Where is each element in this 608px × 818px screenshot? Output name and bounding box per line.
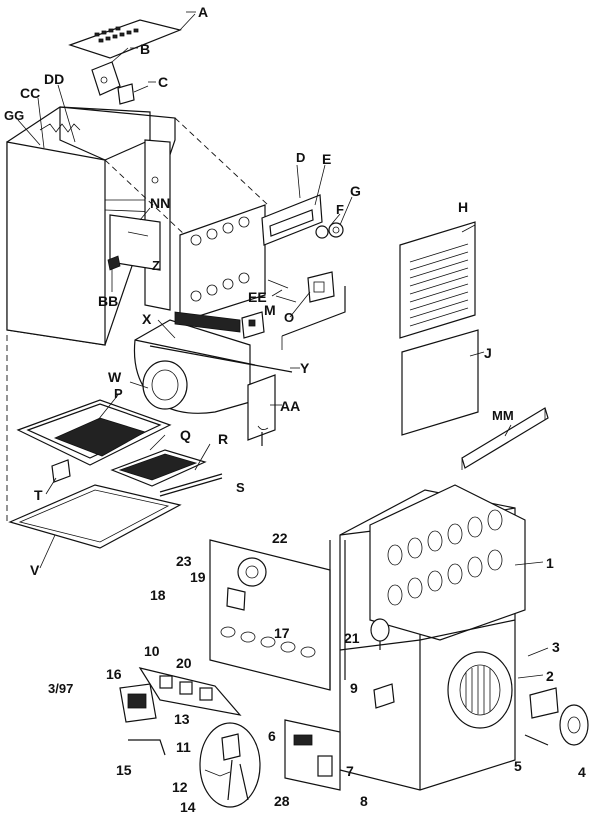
- blower-housing: [133, 311, 256, 414]
- bottom-pan: [8, 459, 182, 549]
- callout-s: S: [236, 480, 245, 495]
- callout-dd: DD: [44, 71, 64, 87]
- callout-23: 23: [176, 553, 192, 569]
- callout-v: V: [30, 562, 40, 578]
- callout-d: D: [296, 150, 305, 165]
- callout-labels: A B C DD CC GG NN Z BB D E G F EE M O X …: [4, 4, 586, 815]
- gas-valve-assembly: [119, 667, 242, 756]
- callout-e: E: [322, 151, 331, 167]
- callout-j: J: [484, 345, 492, 361]
- callout-5: 5: [514, 758, 522, 774]
- callout-10: 10: [144, 643, 160, 659]
- callout-4: 4: [578, 764, 586, 780]
- vestibule-panel: [209, 539, 346, 691]
- ignitor-assembly: [199, 722, 261, 808]
- callout-m: M: [264, 302, 276, 318]
- callout-19: 19: [190, 569, 206, 585]
- manifold-bracket-parts: [261, 194, 344, 246]
- callout-nn: NN: [150, 195, 170, 211]
- callout-12: 12: [172, 779, 188, 795]
- callout-q: Q: [180, 427, 191, 443]
- filter-tray: [16, 399, 223, 497]
- callout-f: F: [336, 202, 344, 217]
- leader-lines: [17, 11, 549, 679]
- callout-6: 6: [268, 728, 276, 744]
- callout-9: 9: [350, 680, 358, 696]
- callout-o: O: [284, 310, 294, 325]
- burner-access-panel: [179, 204, 266, 323]
- callout-cc: CC: [20, 85, 40, 101]
- blower-rail: [149, 345, 293, 373]
- callout-22: 22: [272, 530, 288, 546]
- rollout-switch: [370, 618, 390, 642]
- callout-r: R: [218, 431, 228, 447]
- callout-16: 16: [106, 666, 122, 682]
- callout-g: G: [350, 183, 361, 199]
- callout-21: 21: [344, 630, 360, 646]
- callout-x: X: [142, 311, 152, 327]
- callout-13: 13: [174, 711, 190, 727]
- inducer-motor: [524, 687, 589, 746]
- callout-b: B: [140, 41, 150, 57]
- furnace-cabinet: [6, 106, 176, 346]
- callout-14: 14: [180, 799, 196, 815]
- limit-switch-box: [284, 719, 341, 791]
- callout-t: T: [34, 487, 43, 503]
- pressure-switch: [373, 683, 395, 709]
- callout-aa: AA: [280, 398, 300, 414]
- callout-gg: GG: [4, 108, 24, 123]
- callout-ee: EE: [248, 289, 267, 305]
- callout-mm: MM: [492, 408, 514, 423]
- callout-bb: BB: [98, 293, 118, 309]
- callout-p: P: [114, 386, 123, 401]
- heat-exchanger-cabinet: [339, 484, 526, 791]
- callout-w: W: [108, 369, 122, 385]
- callout-7: 7: [346, 763, 354, 779]
- blower-bracket: [247, 374, 276, 446]
- callout-z: Z: [152, 258, 160, 273]
- date-code: 3/97: [48, 681, 73, 696]
- callout-c: C: [158, 74, 168, 90]
- return-air-grille: [399, 221, 549, 470]
- control-board-assembly: [68, 13, 196, 105]
- callout-1: 1: [546, 555, 554, 571]
- callout-11: 11: [176, 739, 191, 755]
- callout-2: 2: [546, 668, 554, 684]
- callout-3: 3: [552, 639, 560, 655]
- callout-17: 17: [274, 625, 290, 641]
- callout-15: 15: [116, 762, 132, 778]
- callout-28: 28: [274, 793, 290, 809]
- callout-18: 18: [150, 587, 166, 603]
- callout-20: 20: [176, 655, 192, 671]
- pressure-switch-bracket: [241, 271, 346, 350]
- callout-h: H: [458, 199, 468, 215]
- callout-y: Y: [300, 360, 310, 376]
- callout-a: A: [198, 4, 208, 20]
- callout-8: 8: [360, 793, 368, 809]
